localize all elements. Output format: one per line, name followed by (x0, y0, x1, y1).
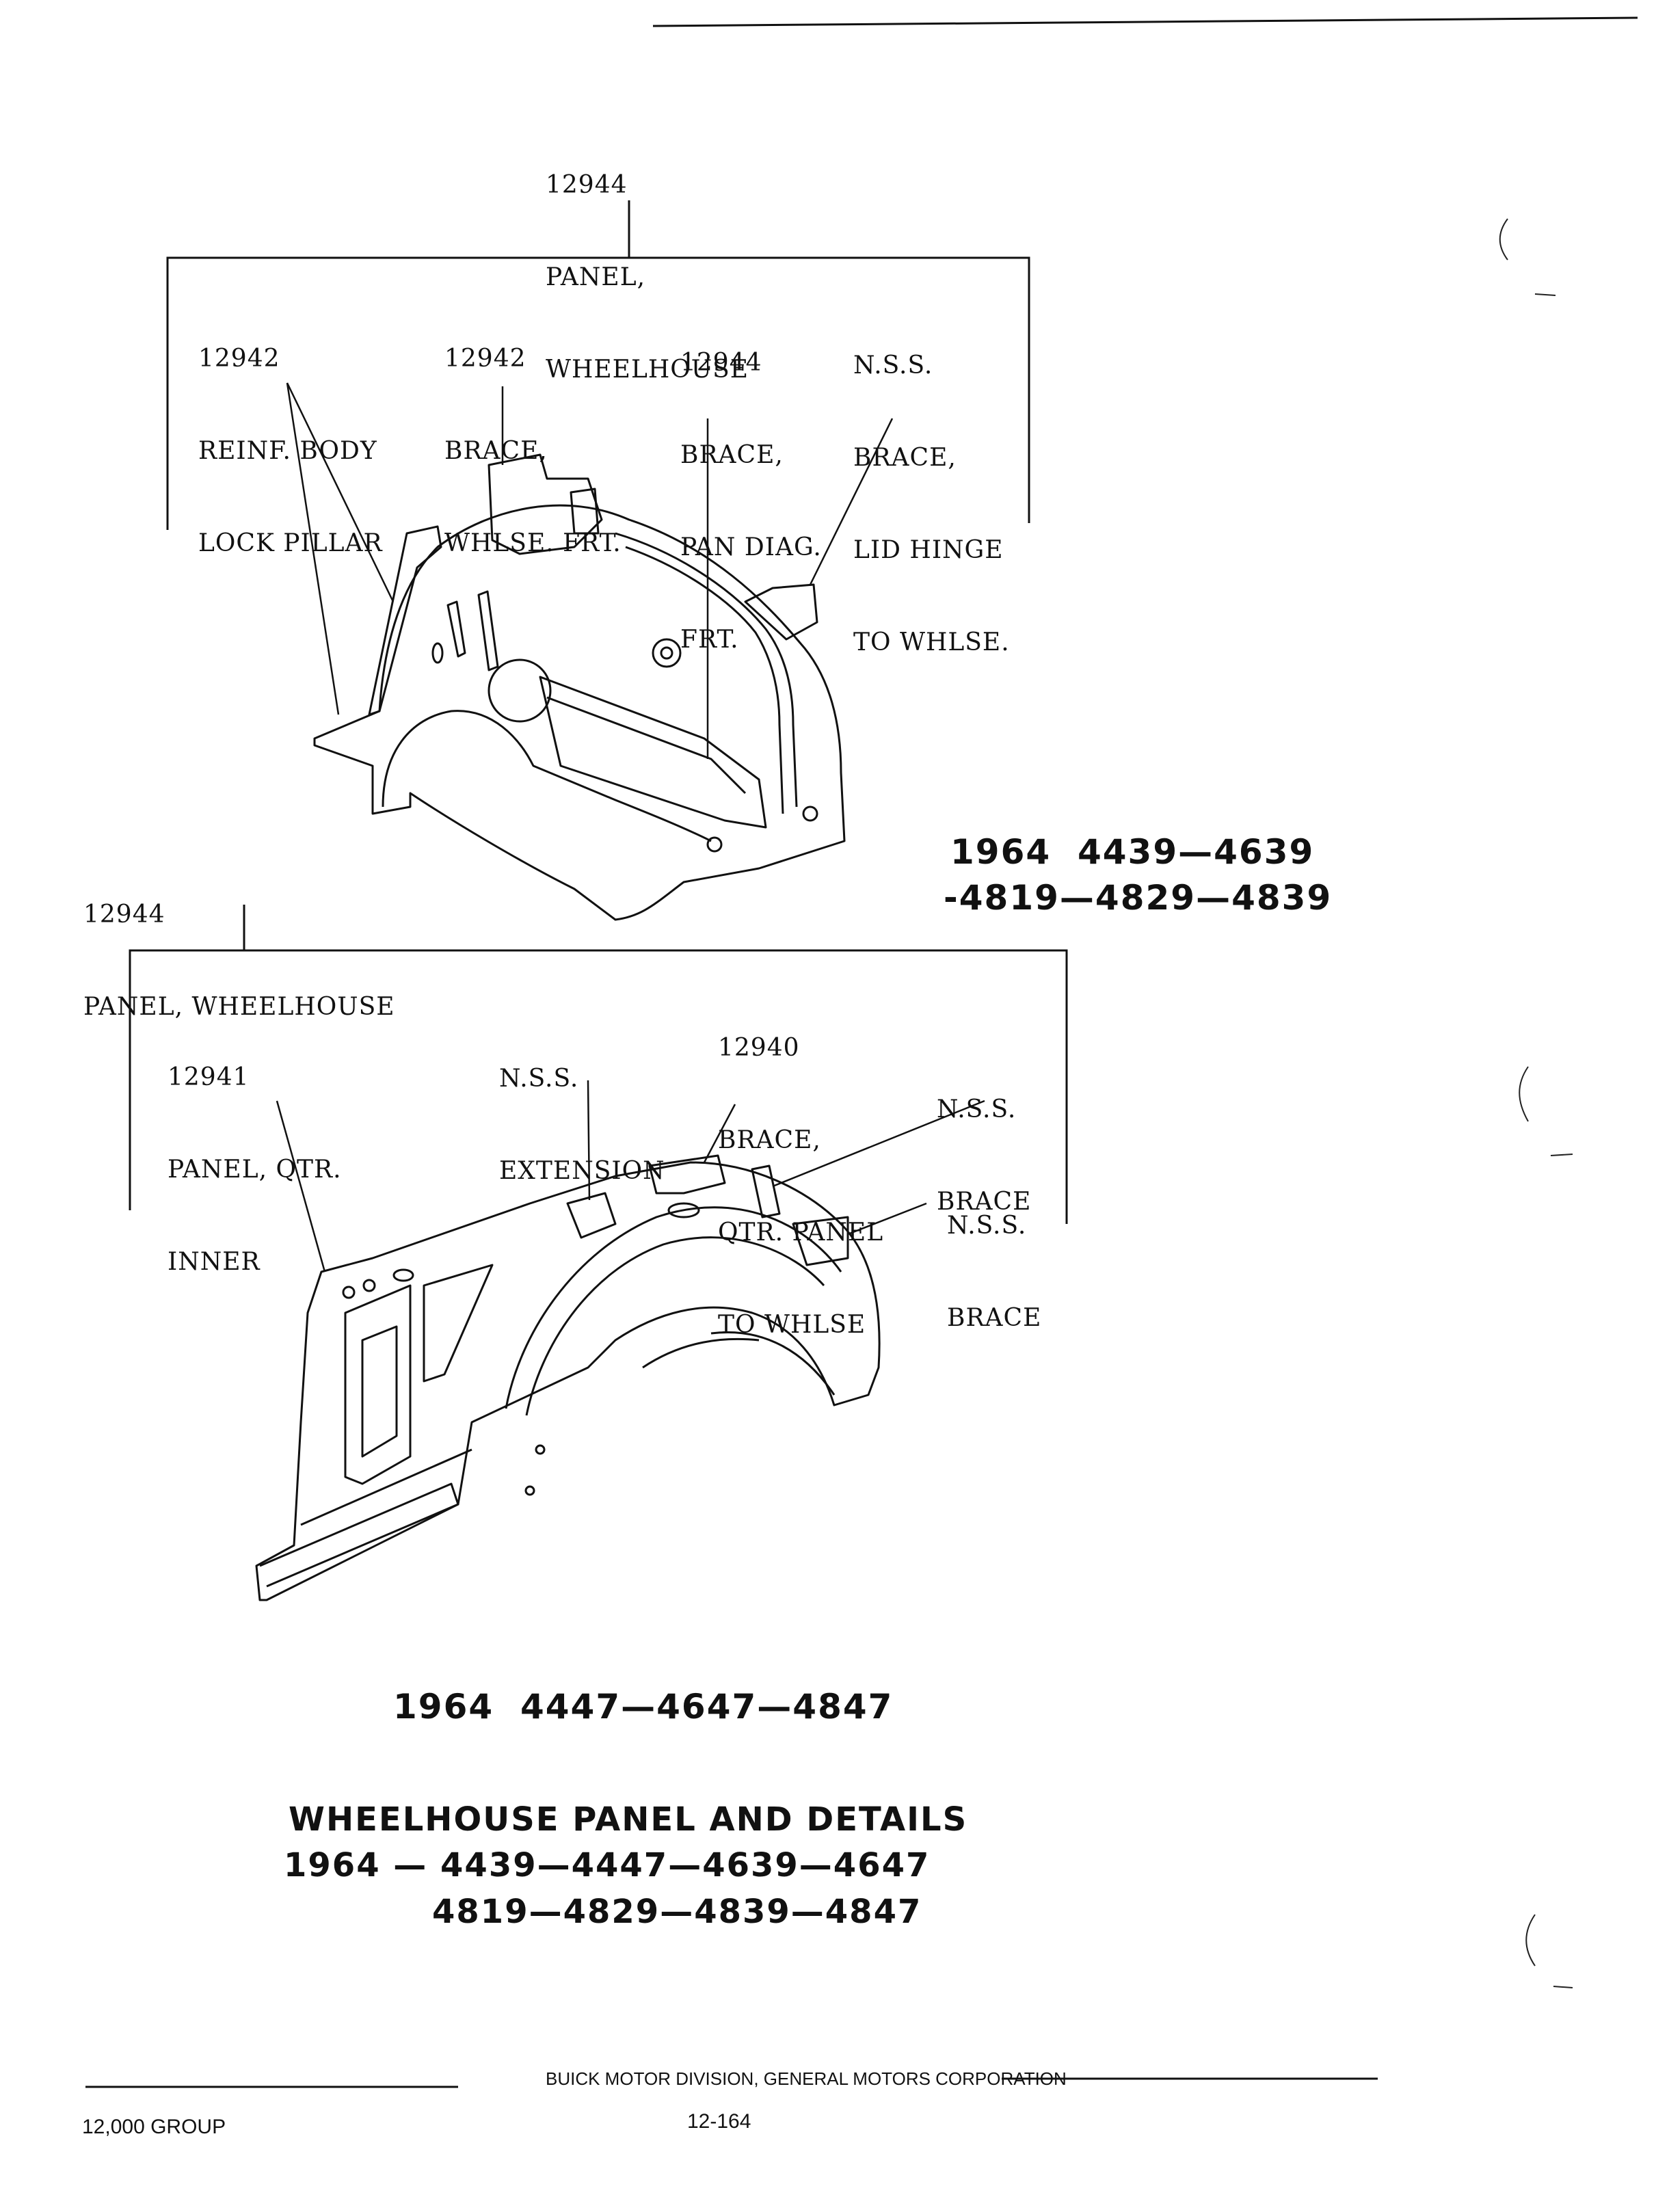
callout-part-number: N.S.S. (499, 1065, 579, 1093)
top-heading-callout: 12944 PANEL, WHEELHOUSE (546, 108, 749, 447)
callout-line-2: WHLSE. FRT. (444, 529, 622, 557)
top-callout-brace-pan-diag-frt: 12944 BRACE, PAN DIAG. FRT. (680, 286, 822, 717)
callout-line-3: TO WHLSE (718, 1311, 866, 1339)
bottom-leader-lines (276, 1080, 985, 1272)
top-wheelhouse-drawing (313, 453, 846, 921)
callout-line-1: BRACE (947, 1304, 1042, 1332)
bottom-callout-bracket (129, 905, 1068, 1224)
callout-line-1: BRACE (937, 1188, 1032, 1216)
top-callout-brace-whlse-frt: 12942 BRACE, WHLSE. FRT. (444, 282, 622, 620)
page-title-models-line-2: 4819—4829—4839—4847 (432, 1893, 922, 1931)
top-callout-reinf-body-lock-pillar: 12942 REINF. BODY LOCK PILLAR (198, 282, 383, 620)
callout-part-number: N.S.S. (947, 1212, 1027, 1240)
bottom-callout-extension: N.S.S. EXTENSION (499, 1002, 665, 1248)
footer-corporation: BUICK MOTOR DIVISION, GENERAL MOTORS COR… (546, 2068, 1067, 2089)
bottom-heading-callout: 12944 PANEL, WHEELHOUSE (83, 838, 395, 1084)
bottom-callout-brace-upper: N.S.S. BRACE (937, 1032, 1031, 1279)
bottom-callout-brace-lower: N.S.S. BRACE (947, 1149, 1041, 1395)
callout-part-number: 12942 (444, 345, 526, 373)
callout-line-2: QTR. PANEL (718, 1218, 884, 1247)
callout-line-1: BRACE, (444, 437, 548, 465)
bottom-callout-brace-qtr-panel: 12940 BRACE, QTR. PANEL TO WHLSE (718, 971, 883, 1402)
callout-part-number: 12944 (546, 171, 628, 199)
callout-line-3: TO WHLSE. (853, 628, 1010, 656)
callout-line-2: WHEELHOUSE (546, 356, 749, 384)
callout-line-1: BRACE, (853, 444, 957, 472)
callout-part-number: 12944 (680, 349, 762, 377)
callout-part-number: 12941 (168, 1063, 250, 1091)
callout-part-number: N.S.S. (853, 351, 933, 379)
callout-line-1: PANEL, WHEELHOUSE (83, 993, 395, 1021)
callout-line-1: BRACE, (680, 441, 784, 469)
callout-line-1: EXTENSION (499, 1157, 665, 1185)
top-model-numbers-line-2: -4819—4829—4839 (944, 878, 1333, 918)
top-callout-brace-lid-hinge: N.S.S. BRACE, LID HINGE TO WHLSE. (853, 289, 1010, 719)
callout-line-2: PAN DIAG. (680, 533, 822, 561)
top-rule (652, 16, 1638, 27)
bottom-quarter-panel-drawing (255, 1154, 881, 1601)
callout-line-2: LOCK PILLAR (198, 529, 383, 557)
bottom-model-numbers: 1964 4447—4647—4847 (393, 1687, 894, 1727)
callout-part-number: N.S.S. (937, 1095, 1017, 1123)
footer-group: 12,000 GROUP (82, 2116, 226, 2138)
callout-line-1: REINF. BODY (198, 437, 377, 465)
page-title: WHEELHOUSE PANEL AND DETAILS (289, 1800, 968, 1839)
callout-part-number: 12940 (718, 1034, 800, 1062)
callout-line-3: FRT. (680, 626, 739, 654)
footer-page-number: 12-164 (687, 2110, 751, 2133)
page-title-models-line-1: 1964 — 4439—4447—4639—4647 (284, 1846, 931, 1884)
top-model-numbers-line-1: 1964 4439—4639 (950, 832, 1315, 872)
top-callout-bracket (166, 200, 1030, 530)
bottom-callout-panel-qtr-inner: 12941 PANEL, QTR. INNER (168, 1000, 342, 1339)
binder-marks (1499, 218, 1573, 1988)
callout-line-1: PANEL, (546, 263, 646, 291)
callout-line-2: LID HINGE (853, 536, 1004, 564)
callout-part-number: 12942 (198, 345, 280, 373)
callout-line-1: PANEL, QTR. (168, 1156, 342, 1184)
callout-line-1: BRACE, (718, 1126, 821, 1154)
callout-line-2: INNER (168, 1248, 261, 1276)
callout-part-number: 12944 (83, 901, 165, 929)
